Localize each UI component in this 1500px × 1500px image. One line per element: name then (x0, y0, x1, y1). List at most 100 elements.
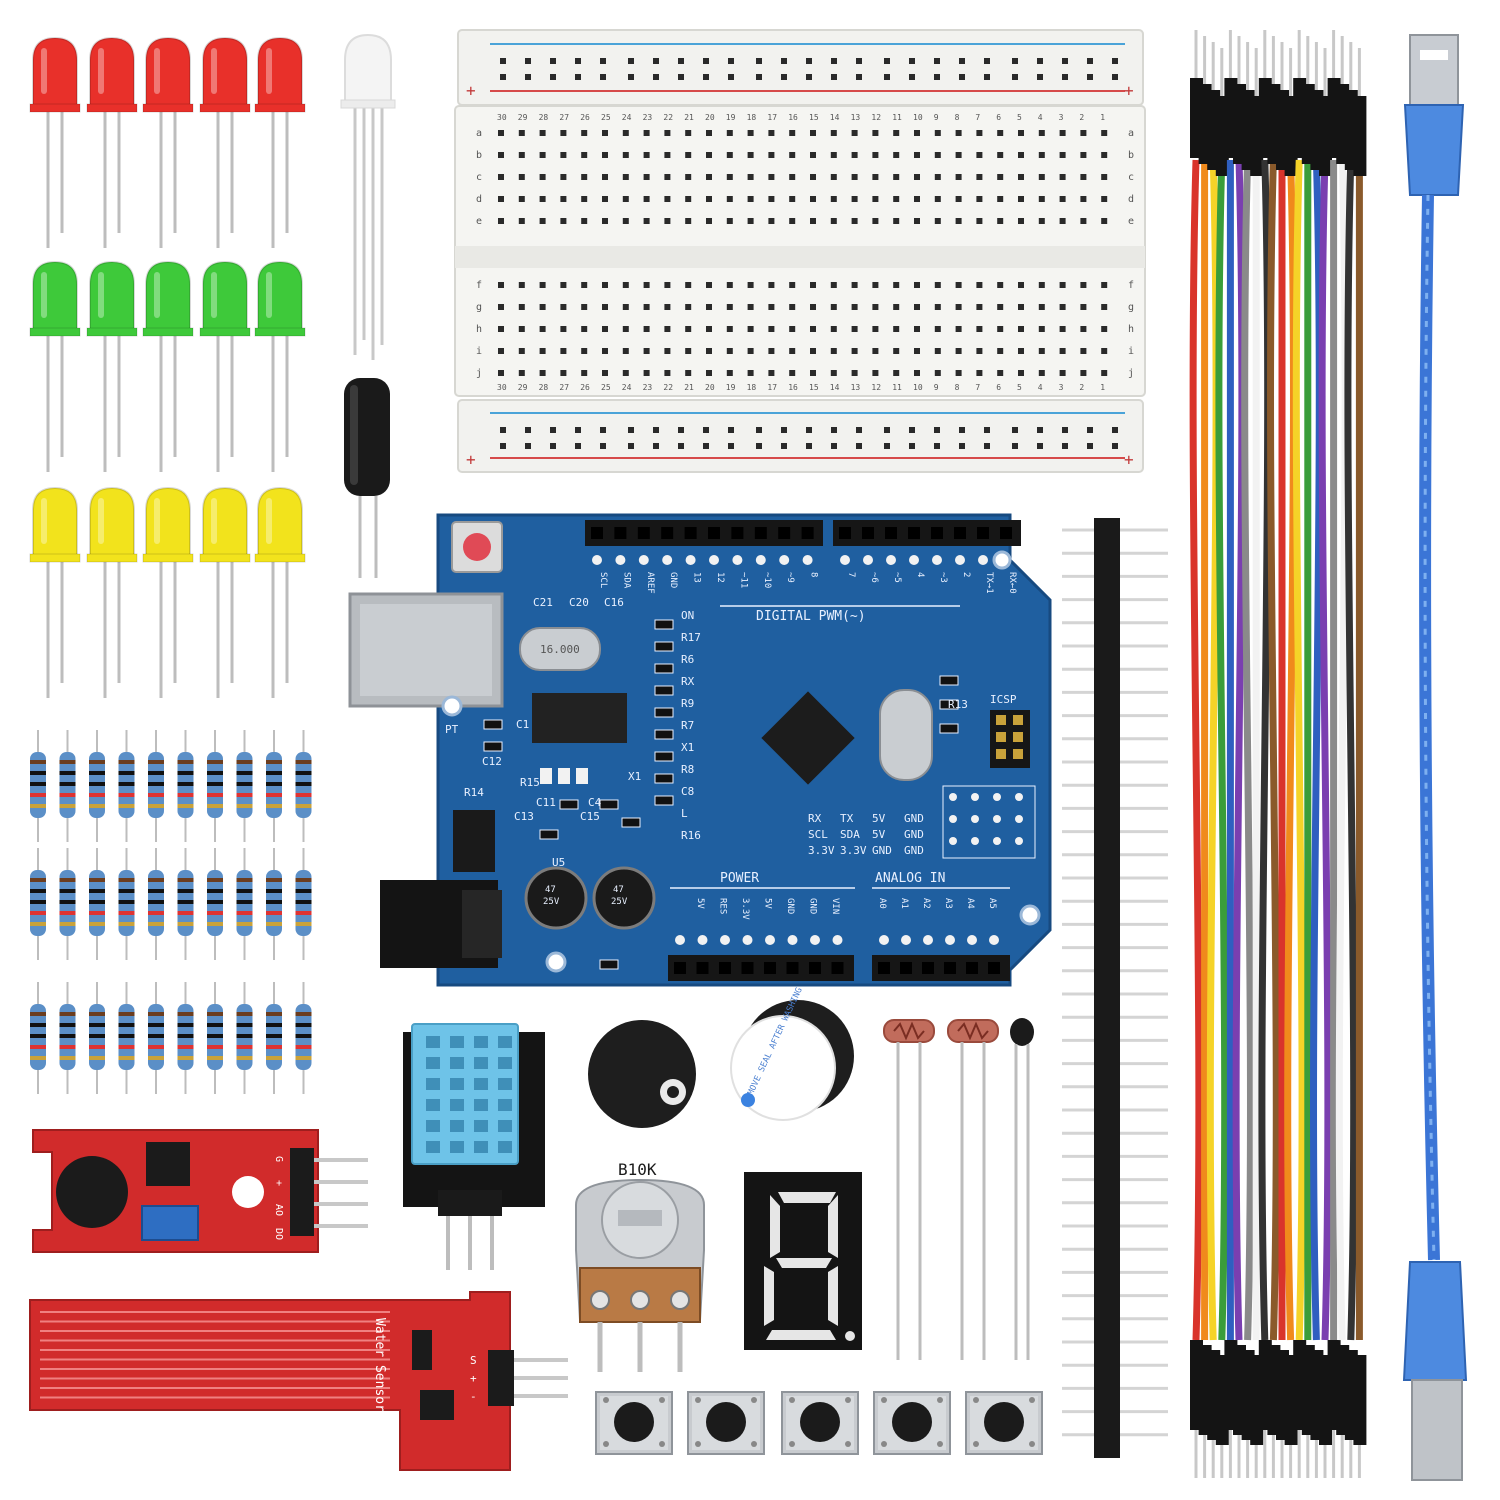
header-row-label: GND (904, 844, 924, 857)
bb-row-letter: h (1128, 324, 1134, 335)
bb-column-number: 27 (559, 113, 569, 122)
bb-row-letter: a (1128, 128, 1134, 139)
resistor (236, 730, 253, 842)
component-label: R9 (681, 697, 694, 710)
water-pin-label: S (470, 1354, 477, 1367)
seven-segment-display (744, 1172, 862, 1350)
resistor (89, 848, 105, 960)
top-pin-label: 13 (692, 572, 702, 583)
bb-column-number: 9 (934, 113, 939, 122)
top-pin-label: SDA (621, 572, 631, 589)
resistor (148, 982, 164, 1094)
bb-column-number: 27 (559, 383, 569, 392)
jumper-wire (1215, 48, 1229, 1478)
resistor (207, 730, 223, 842)
top-pin-label: SCL (598, 572, 608, 588)
header-row-label: GND (904, 828, 924, 841)
rail-plus-top-right: + (1124, 81, 1134, 100)
bb-column-number: 9 (934, 383, 939, 392)
component-label: C15 (580, 810, 600, 823)
bb-row-letter: j (1128, 368, 1134, 379)
trim-potentiometer (141, 1205, 199, 1241)
resistor-group (30, 730, 312, 1094)
tactile-push-button (873, 1391, 951, 1455)
resistor (266, 730, 282, 842)
pot-label: B10K (618, 1160, 657, 1179)
bb-column-number: 12 (871, 383, 881, 392)
resistor (266, 848, 282, 960)
microphone (56, 1156, 128, 1228)
bb-column-number: 21 (684, 383, 694, 392)
digital-header (591, 527, 1012, 539)
bb-column-number: 18 (747, 383, 757, 392)
resistor (59, 982, 76, 1094)
bb-row-letter: d (476, 194, 482, 205)
power-pin-label: 5V (695, 898, 705, 909)
analog-pin-label: A5 (987, 898, 997, 909)
component-label: L (681, 807, 688, 820)
bb-column-number: 13 (851, 113, 861, 122)
resistor (118, 982, 135, 1094)
mounting-hole-1 (441, 695, 463, 717)
bb-row-letter: f (476, 280, 482, 291)
top-pin-label: RX←0 (1007, 572, 1017, 594)
tactile-push-button (965, 1391, 1043, 1455)
mounting-hole-4 (992, 550, 1012, 570)
analog-pin-label: A2 (921, 898, 931, 909)
bb-column-number: 3 (1059, 383, 1064, 392)
bb-column-number: 23 (643, 383, 653, 392)
sound-pin-label: AO (273, 1204, 284, 1216)
bb-column-number: 17 (767, 383, 777, 392)
mounting-hole-3 (1019, 904, 1041, 926)
component-label: C11 (536, 796, 556, 809)
cap1-text-25v: 25V (543, 897, 560, 907)
resistor (30, 730, 46, 842)
component-label: C1 (516, 718, 529, 731)
bb-column-number: 30 (497, 383, 507, 392)
bb-row-letter: d (1128, 194, 1134, 205)
bb-row-letter: b (476, 150, 482, 161)
bb-column-number: 13 (851, 383, 861, 392)
extra-header-pads (949, 715, 1023, 845)
bb-column-number: 21 (684, 113, 694, 122)
bb-column-number: 1 (1100, 383, 1105, 392)
photoresistor-2 (947, 1019, 999, 1360)
component-label: ON (681, 609, 694, 622)
rail-plus-top: + (466, 81, 476, 100)
bb-column-number: 10 (913, 113, 923, 122)
component-label: R15 (520, 776, 540, 789)
header-row-label: RX (808, 812, 822, 825)
bb-column-number: 14 (830, 383, 840, 392)
oscillator (879, 689, 933, 781)
jumper-wires (1189, 30, 1367, 1478)
bb-row-letter: a (476, 128, 482, 139)
led-yellow (254, 486, 306, 698)
power-pin-label: RES (718, 898, 728, 914)
header-row-label: GND (872, 844, 892, 857)
bb-column-number: 26 (580, 383, 590, 392)
bb-row-letter: g (476, 302, 482, 313)
bb-column-number: 15 (809, 383, 819, 392)
resistor (266, 982, 282, 1094)
bb-column-number: 19 (726, 383, 736, 392)
bb-column-number: 12 (871, 113, 881, 122)
resistor (59, 848, 76, 960)
bb-row-letter: g (1128, 302, 1134, 313)
thermistor (1010, 1018, 1034, 1360)
resistor (295, 730, 312, 842)
bb-column-number: 18 (747, 113, 757, 122)
component-label: C4 (588, 796, 602, 809)
jumper-wire (1353, 48, 1367, 1478)
top-pin-label: ~10 (762, 572, 772, 588)
top-pin-label: 8 (809, 572, 819, 577)
bb-column-number: 15 (809, 113, 819, 122)
bb-column-number: 8 (955, 383, 960, 392)
sound-sensor-ic (146, 1142, 190, 1186)
component-label: R16 (681, 829, 701, 842)
component-label: C21 (533, 596, 553, 609)
resistor (177, 730, 194, 842)
bb-column-number: 30 (497, 113, 507, 122)
